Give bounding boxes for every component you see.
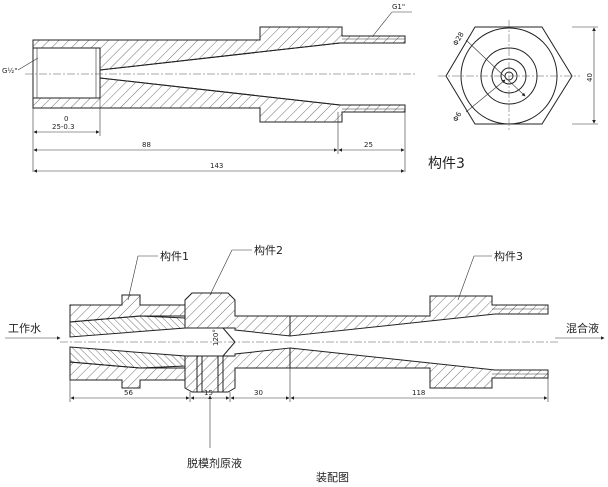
outlet-label: 混合液: [566, 321, 599, 335]
dim-118: 118: [412, 389, 425, 397]
assembly-caption: 装配图: [316, 471, 349, 484]
part2-upper: [184, 292, 291, 337]
part2-label: 构件2: [254, 243, 283, 257]
thread-label-left: G½": [2, 67, 17, 75]
dim-dia6: Φ6: [452, 110, 464, 123]
part3-lower-wall: [32, 77, 406, 123]
part1-lower: [69, 361, 186, 389]
part3-section-view: G1" G½" 0 25-0.3 88 25 143: [2, 3, 415, 173]
thread-label-right: G1": [392, 3, 405, 11]
dim-15: 15: [204, 389, 213, 397]
part3-label: 构件3: [428, 156, 465, 172]
inlet-label: 工作水: [8, 322, 41, 335]
dim-tolerance: 25-0.3: [52, 123, 75, 131]
assembly-view: 120° 工作水 混合液 脱模剂原液 构件1 构件2 构件3 56 15: [5, 243, 605, 470]
dim-30: 30: [254, 389, 263, 397]
suction-label: 脱模剂原液: [187, 456, 242, 470]
part3-end-view: Φ28 Φ6 40: [438, 20, 598, 132]
dim-25: 25: [364, 141, 373, 149]
dim-zero: 0: [64, 115, 68, 123]
part2-lower: [184, 347, 291, 393]
part3-asm-upper: [289, 295, 549, 337]
part3-asm-lower: [289, 347, 549, 389]
part3-left-socket: [32, 47, 101, 99]
dim-88: 88: [142, 141, 151, 149]
dim-143: 143: [210, 162, 223, 170]
dim-dia28: Φ28: [452, 31, 466, 47]
dim-56: 56: [124, 389, 133, 397]
dim-40: 40: [586, 73, 594, 82]
angle-label: 120°: [212, 329, 220, 346]
part1-label: 构件1: [160, 249, 189, 263]
part3-asm-label: 构件3: [494, 249, 523, 263]
